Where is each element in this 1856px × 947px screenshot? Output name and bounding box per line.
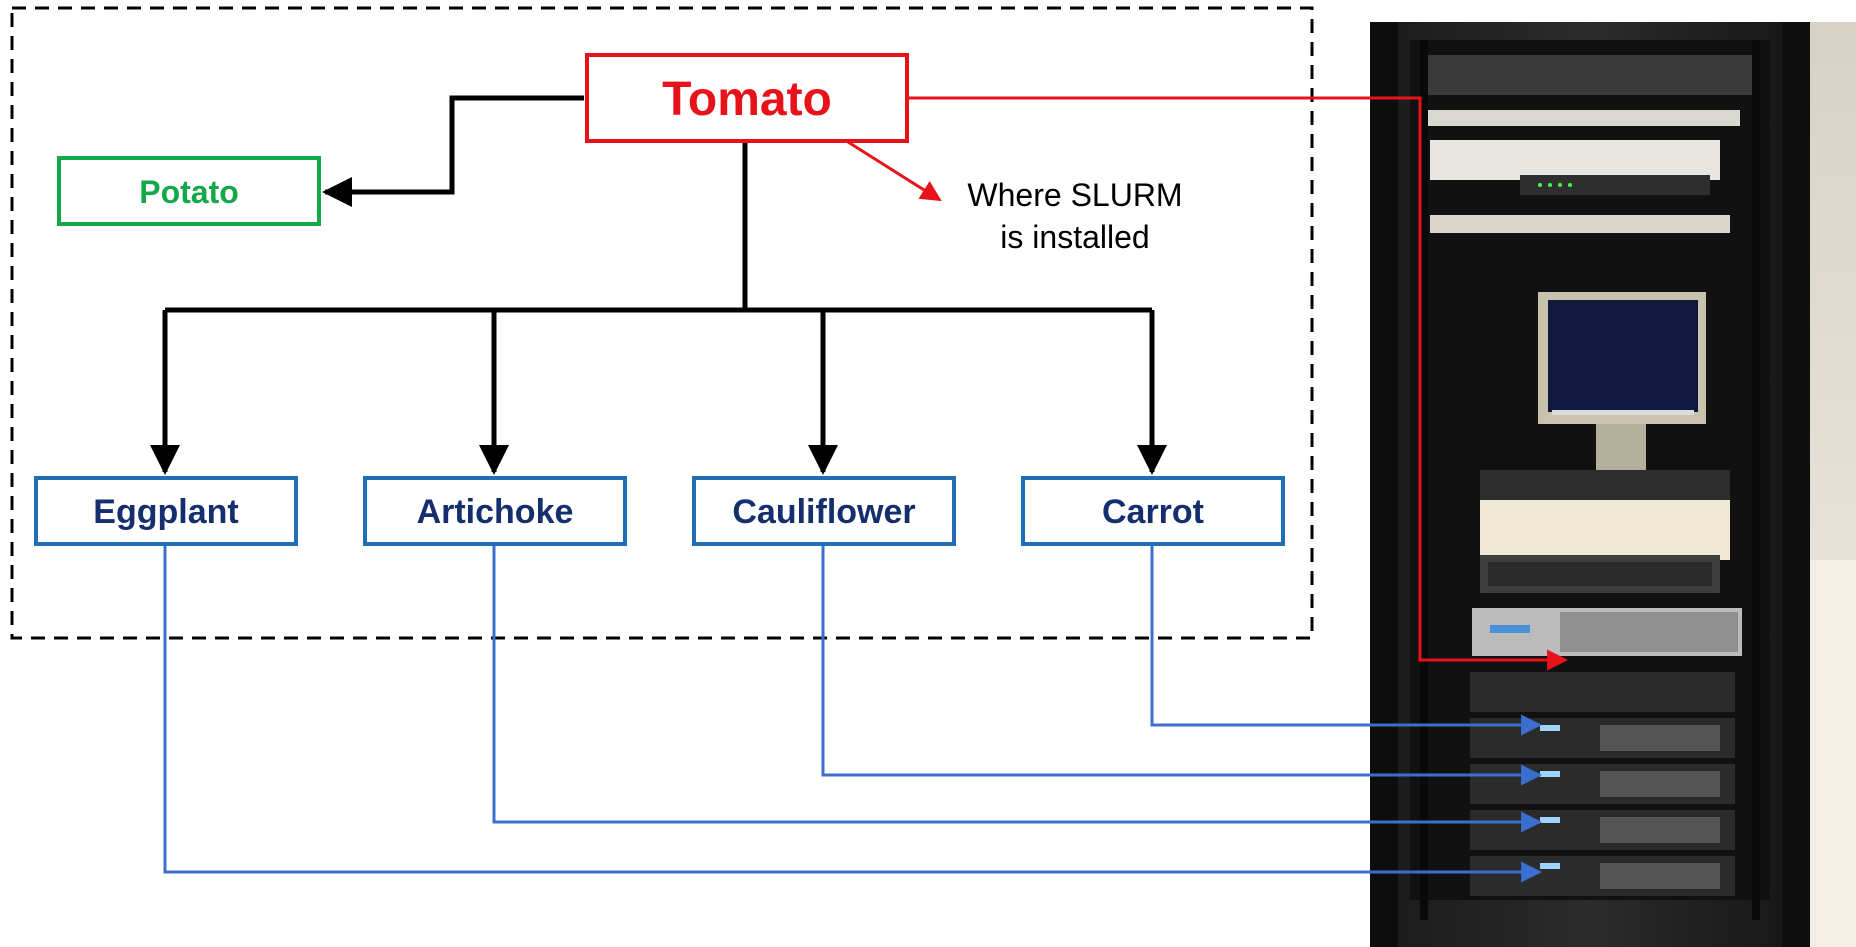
node-cauliflower: Cauliflower (694, 478, 954, 544)
slurm-annotation: Where SLURM is installed (967, 177, 1182, 255)
node-eggplant-label: Eggplant (93, 493, 238, 531)
server-rack-photo (1370, 22, 1856, 947)
node-carrot-label: Carrot (1102, 493, 1204, 531)
annotation-arrow (848, 142, 940, 200)
node-potato-label: Potato (139, 174, 239, 210)
compute-node-links (165, 545, 1540, 872)
annotation-line-1: Where SLURM (967, 177, 1182, 213)
node-tomato-label: Tomato (662, 73, 832, 126)
node-cauliflower-label: Cauliflower (732, 493, 915, 531)
node-tomato: Tomato (587, 55, 907, 141)
node-potato: Potato (59, 158, 319, 224)
node-artichoke: Artichoke (365, 478, 625, 544)
node-eggplant: Eggplant (36, 478, 296, 544)
node-carrot: Carrot (1023, 478, 1283, 544)
node-artichoke-label: Artichoke (417, 493, 574, 531)
tree-connectors (165, 98, 1152, 472)
annotation-line-2: is installed (1000, 219, 1149, 255)
